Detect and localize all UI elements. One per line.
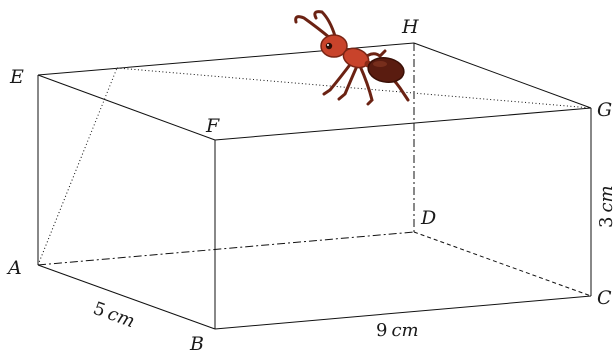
dimension-height-value: 3 [596, 217, 616, 228]
edge-fg [214, 107, 592, 141]
visible-edges [37, 42, 592, 330]
vertex-label-f: F [205, 115, 220, 137]
ant-path [37, 67, 592, 266]
vertex-label-d: D [420, 207, 436, 229]
edge-ef [37, 74, 216, 141]
vertex-label-c: C [597, 287, 612, 309]
edge-bc [214, 295, 592, 330]
dimension-length-value: 9 [376, 320, 387, 341]
vertex-label-h: H [401, 16, 419, 38]
path-a-to-top [37, 67, 118, 266]
dimension-length-unit: cm [391, 320, 418, 341]
path-top-to-g [116, 67, 592, 109]
ant-eye [325, 42, 333, 50]
vertex-label-b: B [189, 333, 204, 353]
edge-dc [413, 231, 592, 297]
vertex-label-a: A [6, 257, 22, 279]
vertex-label-e: E [9, 66, 24, 88]
ant-head [320, 34, 348, 58]
vertex-labels: A B C D E F G H [6, 16, 612, 353]
ant-abdomen [367, 57, 405, 83]
edge-ad [37, 231, 415, 266]
edge-hg [413, 42, 592, 109]
dimension-width-unit: cm [105, 303, 138, 332]
ant-antennae [294, 10, 337, 40]
dimension-label-width: 5cm [90, 298, 137, 332]
dimension-width-value: 5 [90, 298, 108, 322]
hidden-edges [37, 43, 592, 297]
dimension-height-unit: cm [596, 185, 616, 212]
dimension-label-height: 3 cm [596, 185, 616, 228]
edge-ab [37, 264, 216, 330]
vertex-label-g: G [597, 99, 612, 121]
ant-icon [294, 10, 410, 106]
